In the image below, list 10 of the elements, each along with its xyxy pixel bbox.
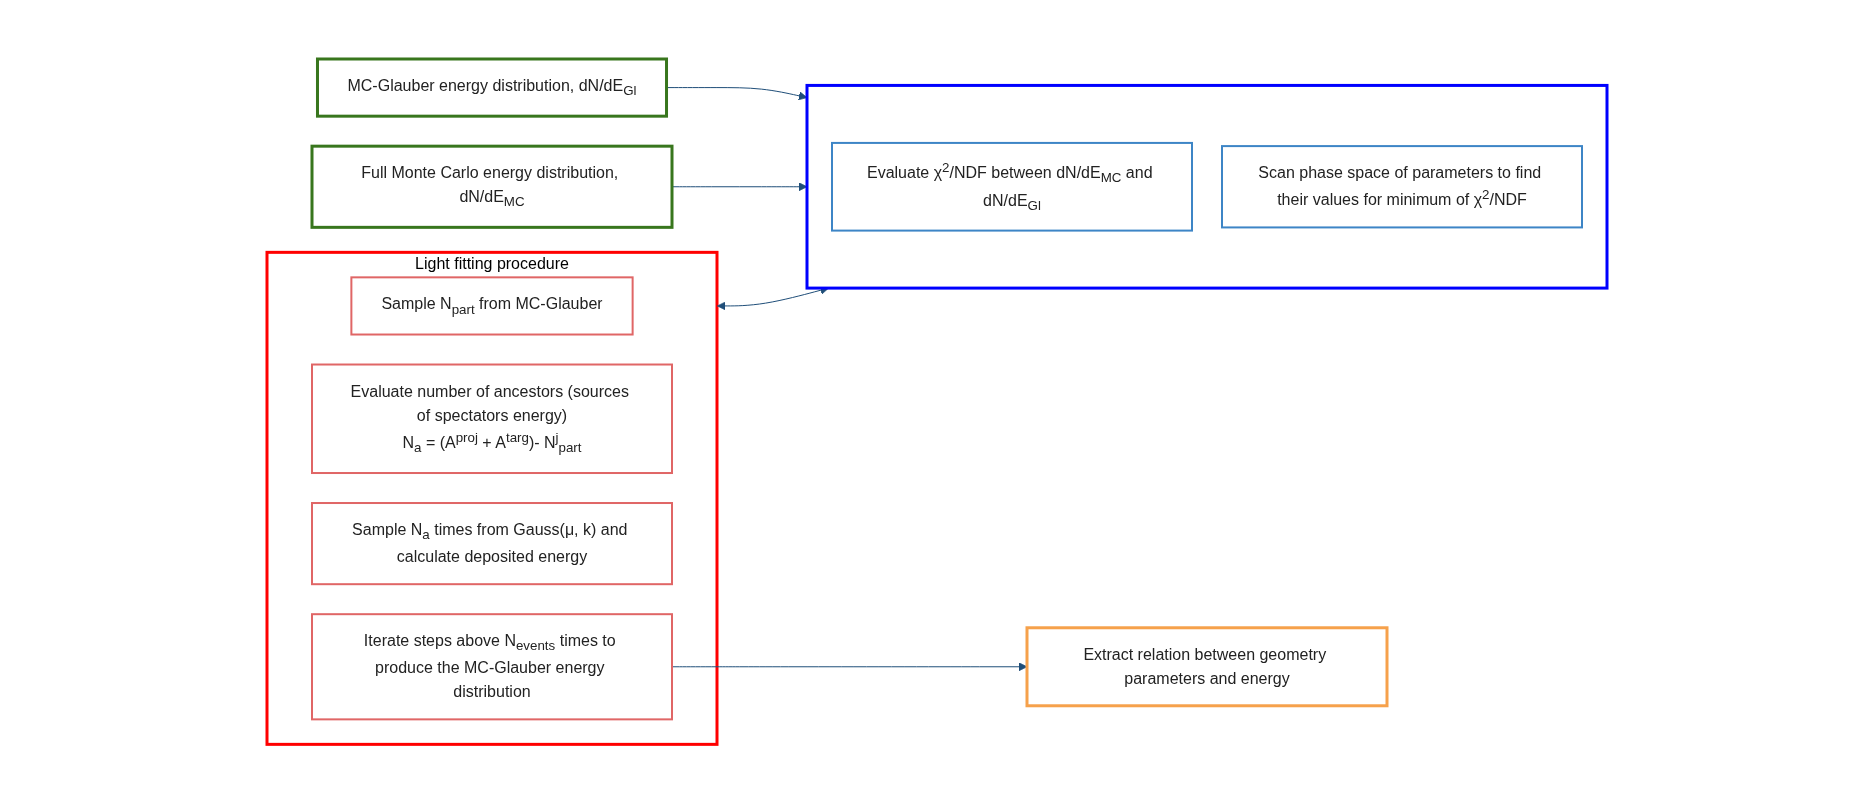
node-box: MC-Glauber energy distribution, dN/dE$_{Gl}$ [316,57,668,118]
node-box: Evaluate χ$^{2}$/NDF between dN/dE$_{MC}$ and dN/dE$_{Gl}$ [831,142,1193,232]
node-box: Sample N$_{part}$ from MC-Glauber [350,276,634,336]
arrow [666,87,808,101]
node-box: Full Monte Carlo energy distribution, dN/dE$_{MC}$ [310,145,674,230]
node-box: Scan phase space of parameters to find their values for minimum of χ$^{2}$/NDF [1221,145,1583,229]
cluster [805,84,1609,290]
node-box: Sample N$_{a}$ times from Gauss(μ, k) and calculate deposited energy [311,502,673,586]
node-box: Extract relation between geometry parameters and energy [1025,626,1389,708]
node-box: Iterate steps above N$_{events}$ times to produce the MC-Glauber energy distribution [311,613,673,721]
